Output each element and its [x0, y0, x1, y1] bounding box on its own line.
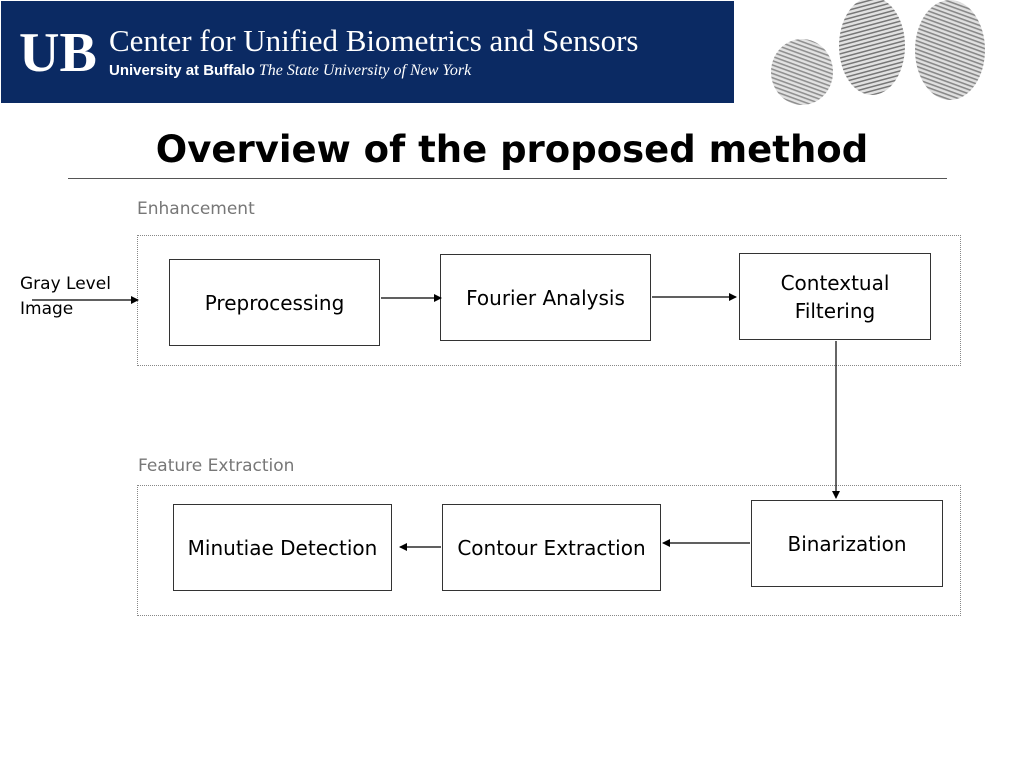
header-banner: UB Center for Unified Biometrics and Sen…: [1, 1, 734, 103]
node-preprocessing: Preprocessing: [169, 259, 380, 346]
fingerprint-images: [771, 0, 985, 105]
fingerprint-3: [915, 0, 985, 100]
node-binarization: Binarization: [751, 500, 943, 587]
node-contextual-filtering-label: Contextual Filtering: [780, 270, 890, 323]
title-divider: [68, 178, 947, 179]
ub-logo-icon: UB: [19, 23, 97, 79]
node-contextual-filtering: Contextual Filtering: [739, 253, 931, 340]
node-minutiae-detection-label: Minutiae Detection: [187, 535, 378, 560]
node-contour-extraction-label: Contour Extraction: [457, 535, 646, 560]
node-minutiae-detection: Minutiae Detection: [173, 504, 392, 591]
input-label: Gray Level Image: [20, 272, 132, 322]
node-fourier-analysis-label: Fourier Analysis: [466, 285, 625, 310]
fingerprint-1: [771, 39, 833, 105]
node-binarization-label: Binarization: [787, 531, 907, 556]
ub-logo-text: UB: [19, 23, 97, 79]
university-name: University at Buffalo: [109, 62, 255, 79]
center-name: Center for Unified Biometrics and Sensor…: [109, 23, 639, 58]
slide-title: Overview of the proposed method: [155, 128, 869, 171]
node-contour-extraction: Contour Extraction: [442, 504, 661, 591]
state-university-name: The State University of New York: [258, 62, 472, 79]
group-frame-feature-extraction: [137, 485, 961, 616]
group-label-enhancement: Enhancement: [137, 199, 255, 219]
group-label-feature-extraction: Feature Extraction: [138, 456, 295, 476]
input-label-text: Gray Level Image: [20, 274, 111, 319]
node-preprocessing-label: Preprocessing: [204, 290, 345, 315]
node-fourier-analysis: Fourier Analysis: [440, 254, 651, 341]
fingerprint-2: [839, 0, 905, 95]
